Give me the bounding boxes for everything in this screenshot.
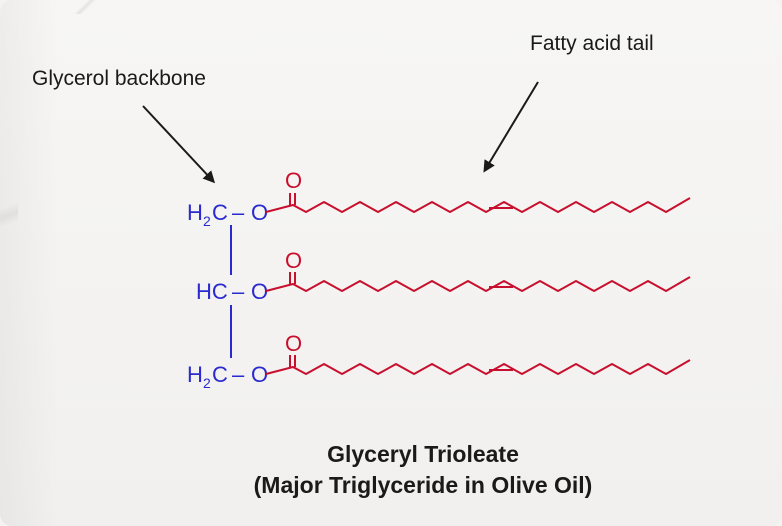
bond-dash-top: – xyxy=(232,200,245,225)
carbonyl-oxygen-2: O xyxy=(285,248,302,273)
diagram-subtitle: (Major Triglyceride in Olive Oil) xyxy=(254,472,593,498)
glycerol-backbone-label: Glycerol backbone xyxy=(32,67,206,90)
fatty-acid-tail-2: O xyxy=(265,248,691,292)
diagram-title: Glyceryl Trioleate xyxy=(327,441,519,467)
atom-h-top: H xyxy=(187,200,203,225)
carbonyl-oxygen-3: O xyxy=(285,331,302,356)
atom-subscript-top: 2 xyxy=(203,213,211,229)
hydrocarbon-chain-2 xyxy=(265,276,691,292)
bond-dash-bottom: – xyxy=(232,362,245,387)
fatty-acid-arrow xyxy=(483,81,539,173)
atom-c-bottom: C xyxy=(212,362,228,387)
bond-dash-middle: – xyxy=(232,279,245,304)
decorative-stripe xyxy=(70,0,100,14)
atom-c-top: C xyxy=(212,200,228,225)
page-shadow xyxy=(0,0,60,526)
glycerol-arrow xyxy=(142,105,216,184)
decorative-stripe xyxy=(0,170,18,260)
hydrocarbon-chain-3 xyxy=(265,359,691,375)
atom-h-bottom: H xyxy=(187,362,203,387)
ester-oxygen-middle: O xyxy=(251,279,268,304)
atom-hc-middle: HC xyxy=(196,279,228,304)
fatty-acid-tail-label: Fatty acid tail xyxy=(530,32,654,55)
hydrocarbon-chain-1 xyxy=(265,197,691,213)
atom-subscript-bottom: 2 xyxy=(203,375,211,391)
fatty-acid-tail-3: O xyxy=(265,331,691,375)
ester-oxygen-top: O xyxy=(251,200,268,225)
fatty-acid-tails: O O O xyxy=(265,168,691,375)
fatty-acid-tail-1: O xyxy=(265,168,691,213)
glycerol-backbone: H 2 C – O HC – O H 2 C – O xyxy=(187,200,268,391)
carbonyl-oxygen-1: O xyxy=(285,168,302,193)
ester-oxygen-bottom: O xyxy=(251,362,268,387)
